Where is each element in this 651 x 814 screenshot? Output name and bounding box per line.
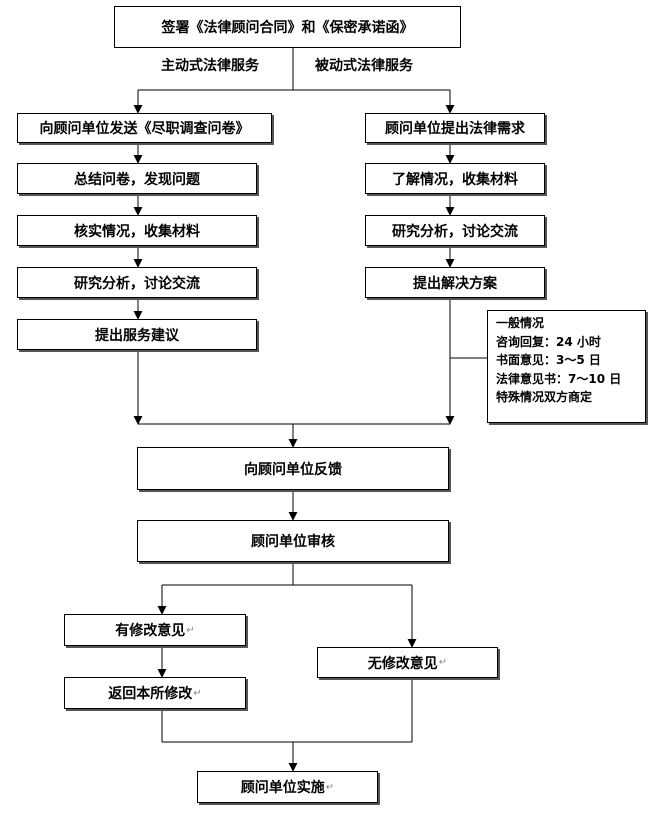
right-step-2: 了解情况，收集材料: [365, 163, 545, 194]
left-step-2-text: 总结问卷，发现问题: [74, 171, 200, 188]
note-line-1: 一般情况: [496, 316, 545, 330]
right-step-2-text: 了解情况，收集材料: [392, 171, 518, 188]
no-changes-box: 无修改意见↵: [317, 647, 498, 678]
left-step-1-text: 向顾问单位发送《尽职调查问卷》: [39, 121, 250, 137]
left-step-3-text: 核实情况，收集材料: [74, 223, 200, 240]
return-mark-4: ↵: [325, 781, 335, 793]
right-step-3: 研究分析，讨论交流: [365, 215, 545, 246]
top-box-text: 签署《法律顾问合同》和《保密承诺函》: [161, 20, 414, 36]
top-box: 签署《法律顾问合同》和《保密承诺函》: [114, 6, 461, 48]
note-line-4: 法律意见书：7～10 日: [496, 371, 622, 386]
response-time-note: 一般情况 咨询回复：24 小时 书面意见：3～5 日 法律意见书：7～10 日 …: [487, 310, 646, 423]
implement-text: 顾问单位实施: [240, 780, 325, 796]
return-mark-2: ↵: [438, 657, 448, 668]
has-changes-box: 有修改意见↵: [64, 614, 246, 646]
left-step-2: 总结问卷，发现问题: [17, 163, 257, 194]
left-step-5: 提出服务建议: [17, 319, 257, 350]
return-revise-box: 返回本所修改↵: [64, 677, 246, 709]
right-step-3-text: 研究分析，讨论交流: [392, 223, 518, 240]
left-step-5-text: 提出服务建议: [95, 327, 179, 344]
return-mark-1: ↵: [186, 624, 195, 636]
feedback-text: 向顾问单位反馈: [244, 461, 342, 478]
right-step-1: 顾问单位提出法律需求: [365, 113, 545, 143]
note-line-3: 书面意见：3～5 日: [496, 353, 601, 367]
has-changes-text: 有修改意见: [115, 623, 186, 639]
feedback-box: 向顾问单位反馈: [137, 447, 449, 490]
implement-box: 顾问单位实施↵: [197, 771, 378, 803]
review-box: 顾问单位审核: [137, 520, 449, 562]
no-changes-text: 无修改意见: [367, 655, 438, 672]
left-step-3: 核实情况，收集材料: [17, 215, 257, 246]
right-step-4-text: 提出解决方案: [413, 275, 497, 292]
note-line-2: 咨询回复：24 小时: [496, 334, 601, 349]
right-step-4: 提出解决方案: [365, 267, 545, 298]
right-step-1-text: 顾问单位提出法律需求: [385, 121, 525, 137]
left-step-1: 向顾问单位发送《尽职调查问卷》: [17, 113, 272, 143]
left-step-4-text: 研究分析，讨论交流: [74, 275, 200, 292]
label-passive-service: 被动式法律服务: [315, 58, 413, 74]
left-step-4: 研究分析，讨论交流: [17, 267, 257, 298]
note-line-5: 特殊情况双方商定: [496, 390, 593, 404]
review-text: 顾问单位审核: [251, 534, 335, 550]
label-active-service: 主动式法律服务: [161, 58, 259, 74]
return-mark-3: ↵: [193, 687, 202, 699]
return-revise-text: 返回本所修改: [108, 686, 193, 702]
